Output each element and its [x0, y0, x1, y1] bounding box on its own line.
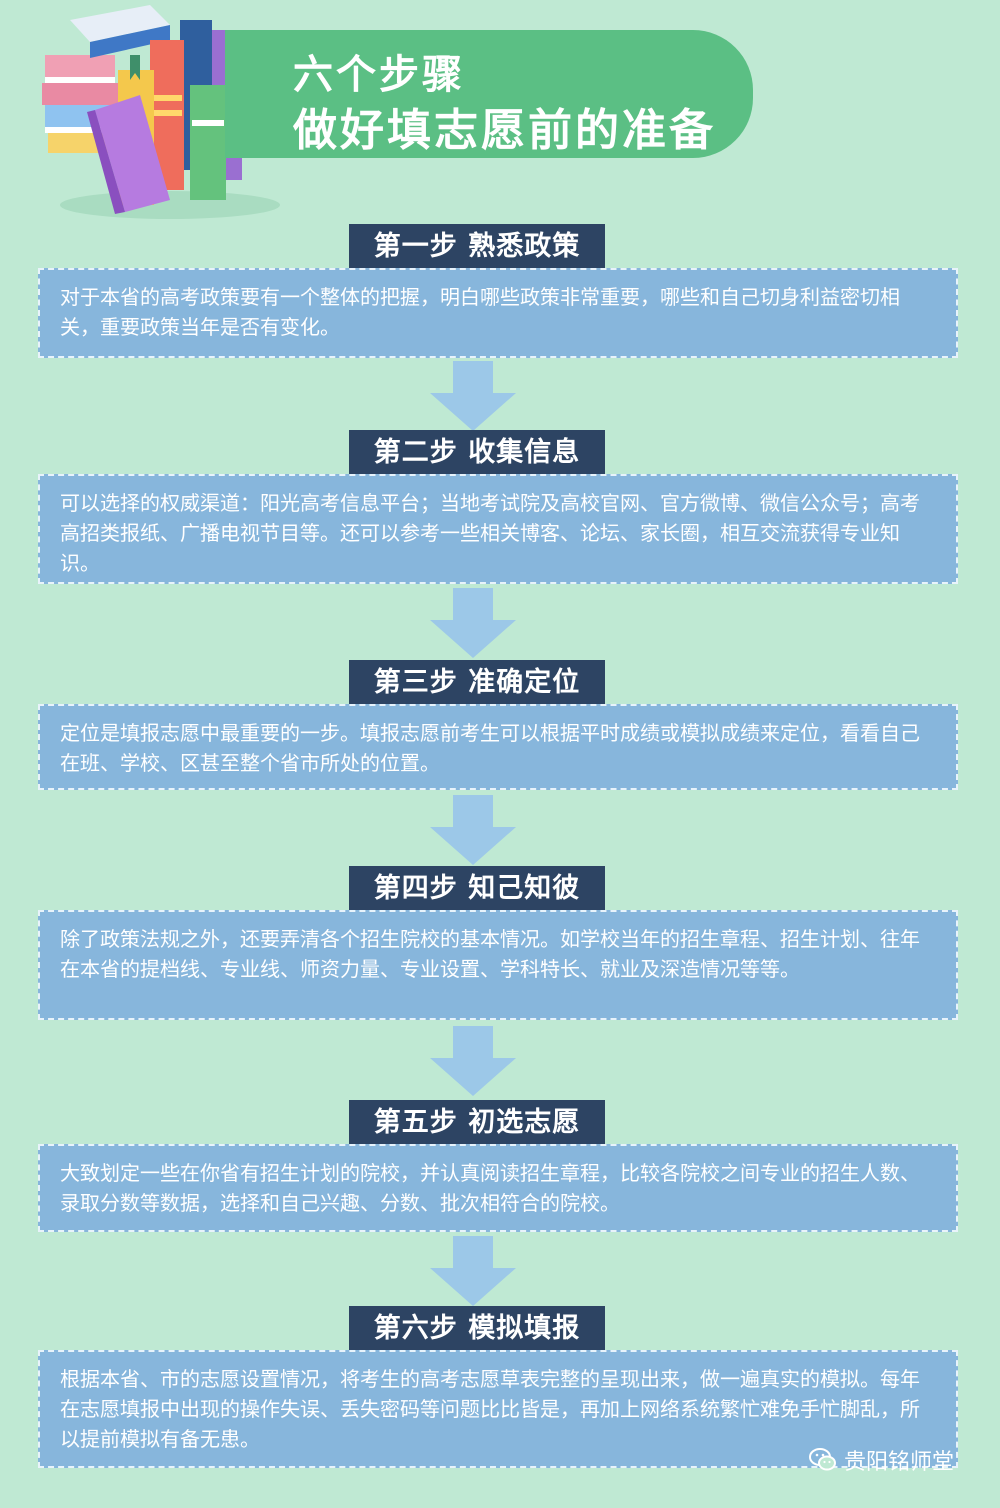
- step-3-box: 定位是填报志愿中最重要的一步。填报志愿前考生可以根据平时成绩或模拟成绩来定位，看…: [38, 704, 958, 790]
- down-arrow-icon: [430, 588, 516, 658]
- down-arrow-icon: [430, 361, 516, 431]
- watermark: 贵阳铭师堂: [808, 1440, 954, 1480]
- down-arrow-icon: [430, 1236, 516, 1306]
- step-5-text: 大致划定一些在你省有招生计划的院校，并认真阅读招生章程，比较各院校之间专业的招生…: [60, 1161, 920, 1215]
- books-illustration-icon: [42, 5, 280, 219]
- step-1-title: 第一步 熟悉政策: [349, 224, 605, 270]
- step-6-text: 根据本省、市的志愿设置情况，将考生的高考志愿草表完整的呈现出来，做一遍真实的模拟…: [60, 1367, 920, 1451]
- header-banner: 六个步骤 做好填志愿前的准备: [225, 30, 753, 158]
- step-5-box: 大致划定一些在你省有招生计划的院校，并认真阅读招生章程，比较各院校之间专业的招生…: [38, 1144, 958, 1232]
- watermark-text: 贵阳铭师堂: [844, 1450, 955, 1475]
- step-4-box: 除了政策法规之外，还要弄清各个招生院校的基本情况。如学校当年的招生章程、招生计划…: [38, 910, 958, 1020]
- step-2-text: 可以选择的权威渠道：阳光高考信息平台；当地考试院及高校官网、官方微博、微信公众号…: [60, 491, 920, 575]
- down-arrow-icon: [430, 1026, 516, 1096]
- step-1-box: 对于本省的高考政策要有一个整体的把握，明白哪些政策非常重要，哪些和自己切身利益密…: [38, 268, 958, 358]
- step-5-title: 第五步 初选志愿: [349, 1100, 605, 1146]
- header-title-line2: 做好填志愿前的准备: [293, 105, 716, 156]
- step-3-title: 第三步 准确定位: [349, 660, 605, 706]
- step-4-title: 第四步 知己知彼: [349, 866, 605, 912]
- step-2-box: 可以选择的权威渠道：阳光高考信息平台；当地考试院及高校官网、官方微博、微信公众号…: [38, 474, 958, 584]
- step-3-text: 定位是填报志愿中最重要的一步。填报志愿前考生可以根据平时成绩或模拟成绩来定位，看…: [60, 721, 920, 775]
- down-arrow-icon: [430, 795, 516, 865]
- step-6-box: 根据本省、市的志愿设置情况，将考生的高考志愿草表完整的呈现出来，做一遍真实的模拟…: [38, 1350, 958, 1468]
- header-title-line1: 六个步骤: [293, 52, 465, 98]
- step-6-title: 第六步 模拟填报: [349, 1306, 605, 1352]
- wechat-icon: [809, 1448, 836, 1471]
- step-1-text: 对于本省的高考政策要有一个整体的把握，明白哪些政策非常重要，哪些和自己切身利益密…: [60, 285, 900, 339]
- step-4-text: 除了政策法规之外，还要弄清各个招生院校的基本情况。如学校当年的招生章程、招生计划…: [60, 927, 920, 981]
- step-2-title: 第二步 收集信息: [349, 430, 605, 476]
